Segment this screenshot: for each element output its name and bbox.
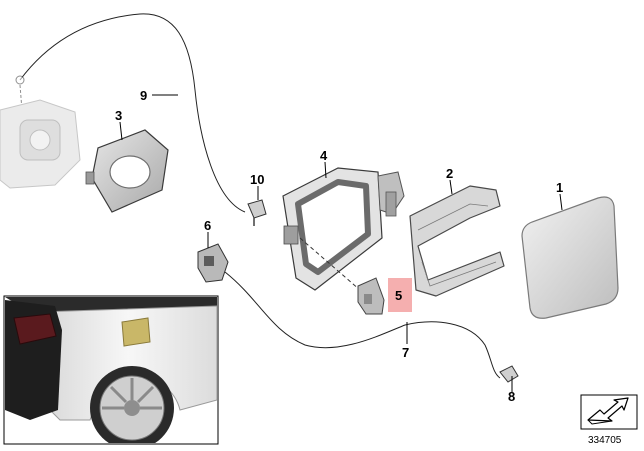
part-2-seal-gasket[interactable] xyxy=(409,185,505,297)
cable-9 xyxy=(19,13,246,213)
part-8-cable-clip[interactable] xyxy=(499,365,519,383)
vehicle-inset-image xyxy=(3,295,219,445)
part-1-fuel-flap[interactable] xyxy=(521,196,619,319)
callout-7[interactable]: 7 xyxy=(402,345,409,360)
part-3-mounting-plate[interactable] xyxy=(85,129,169,213)
callout-1[interactable]: 1 xyxy=(556,180,563,195)
part-10-clip[interactable] xyxy=(247,199,267,226)
part-5-highlight-box xyxy=(388,278,412,312)
callout-8[interactable]: 8 xyxy=(508,389,515,404)
part-6-bracket[interactable] xyxy=(197,243,229,283)
leader-1 xyxy=(559,193,563,211)
callout-4[interactable]: 4 xyxy=(320,148,328,163)
actuator-ghost xyxy=(0,75,81,189)
leader-3 xyxy=(119,121,123,141)
leader-2 xyxy=(449,179,453,195)
leader-4 xyxy=(324,161,327,179)
callout-10[interactable]: 10 xyxy=(250,172,264,187)
catalog-number: 334705 xyxy=(588,435,622,446)
part-4-housing-frame[interactable] xyxy=(282,167,405,291)
cable-7 xyxy=(224,271,501,379)
callout-3[interactable]: 3 xyxy=(115,108,122,123)
callout-2[interactable]: 2 xyxy=(446,166,453,181)
callout-5[interactable]: 5 xyxy=(395,288,402,303)
callout-9[interactable]: 9 xyxy=(140,88,147,103)
inset-fuel-flap xyxy=(121,317,151,347)
arrow-orientation-icon[interactable] xyxy=(580,394,638,430)
callout-6[interactable]: 6 xyxy=(204,218,211,233)
part-5-latch[interactable] xyxy=(357,277,385,315)
